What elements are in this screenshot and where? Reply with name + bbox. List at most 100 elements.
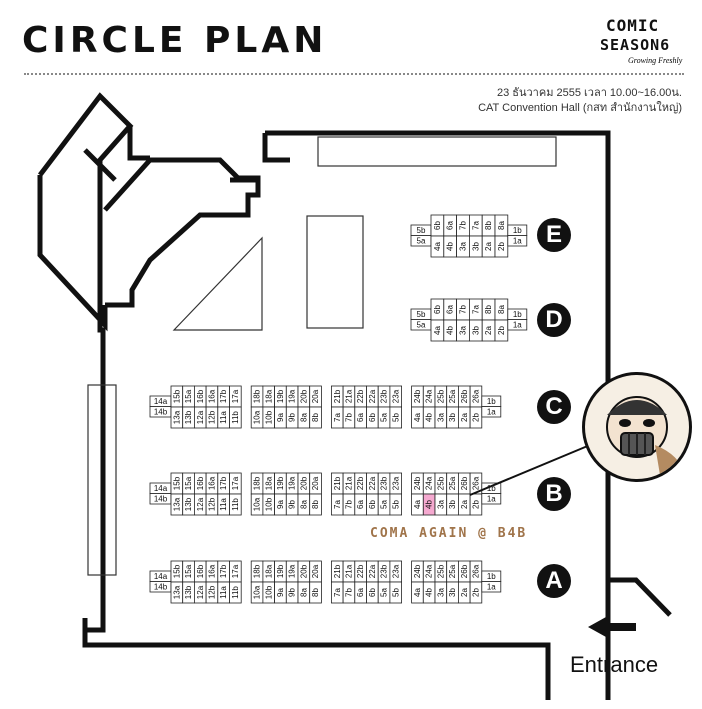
booth-label: 17b bbox=[219, 564, 228, 578]
booth-label: 6b bbox=[368, 588, 377, 597]
booth-label: 20a bbox=[311, 564, 320, 578]
booth-label: 20a bbox=[311, 389, 320, 403]
booth-label: 9b bbox=[288, 588, 297, 597]
booth-label: 21a bbox=[344, 564, 353, 578]
booth-label: 5b bbox=[417, 310, 426, 319]
booth-label: 24a bbox=[425, 389, 434, 403]
booth-label: 25b bbox=[436, 476, 445, 490]
booth-cell bbox=[507, 235, 528, 247]
booth-label: 11b bbox=[231, 586, 240, 599]
booth-label: 16a bbox=[207, 564, 216, 578]
booth-label: 11a bbox=[219, 411, 228, 424]
booth-label: 13b bbox=[184, 585, 193, 599]
booth-label: 21a bbox=[344, 389, 353, 403]
booth-label: 19a bbox=[288, 476, 297, 490]
booth-label: 26a bbox=[471, 564, 480, 578]
booth-label: 14b bbox=[154, 494, 168, 503]
booth-label: 7a bbox=[471, 221, 480, 230]
booth-label: 15a bbox=[184, 476, 193, 490]
booth-label: 15b bbox=[172, 389, 181, 403]
booth-label: 26a bbox=[471, 476, 480, 490]
event-date: 23 ธันวาคม 2555 เวลา 10.00~16.00น. bbox=[496, 87, 682, 99]
booth-label: 24a bbox=[425, 476, 434, 490]
wall-mini2 bbox=[83, 148, 117, 182]
booth-cell bbox=[389, 406, 402, 429]
booth-label: 17a bbox=[231, 476, 240, 490]
booth-cell bbox=[494, 235, 509, 258]
booth-cell bbox=[494, 319, 509, 342]
mascot-face-icon bbox=[606, 396, 685, 475]
booth-label: 6b bbox=[368, 413, 377, 422]
booth-label: 24b bbox=[413, 476, 422, 490]
booth-label: 4a bbox=[413, 500, 422, 509]
booth-label: 1b bbox=[487, 397, 496, 406]
booth-label: 4b bbox=[446, 326, 455, 335]
table-group: 14a14b15b13a15a13b16b12a16a12b17b11a17a1… bbox=[149, 214, 528, 604]
booth-label: 24b bbox=[413, 564, 422, 578]
booth-label: 18a bbox=[264, 564, 273, 578]
booth-label: 3a bbox=[459, 326, 468, 335]
booth-label: 8b bbox=[311, 413, 320, 422]
booth-label: 7b bbox=[459, 305, 468, 314]
booth-label: 3b bbox=[471, 242, 480, 251]
booth-label: 8b bbox=[311, 588, 320, 597]
booth-label: 1b bbox=[487, 484, 496, 493]
booth-label: 12b bbox=[207, 410, 216, 424]
booth-label: 5a bbox=[380, 588, 389, 597]
booth-label: 6a bbox=[356, 413, 365, 422]
booth-label: 20b bbox=[299, 389, 308, 403]
booth-label: 8a bbox=[497, 221, 506, 230]
booth-label: 5a bbox=[417, 320, 426, 329]
side-counter bbox=[87, 384, 117, 576]
booth-label: 14a bbox=[154, 572, 168, 581]
booth-label: 7b bbox=[344, 500, 353, 509]
wall-bottom bbox=[82, 618, 551, 700]
booth-label: 6a bbox=[446, 221, 455, 230]
booth-label: 3b bbox=[448, 588, 457, 597]
logo-line-2: SEASON6 bbox=[600, 36, 671, 54]
booth-label: 6b bbox=[368, 500, 377, 509]
booth-label: 23b bbox=[380, 476, 389, 490]
booth-label: 16b bbox=[196, 564, 205, 578]
booth-label: 17a bbox=[231, 389, 240, 403]
row-label-b: B bbox=[537, 477, 571, 511]
booth-label: 9b bbox=[288, 500, 297, 509]
comic-season-logo: COMIC SEASON6 Growing Freshly bbox=[600, 14, 684, 70]
booth-label: 9b bbox=[288, 413, 297, 422]
booth-cell bbox=[507, 319, 528, 331]
booth-label: 10a bbox=[253, 410, 262, 424]
booth-label: 25a bbox=[448, 476, 457, 490]
booth-label: 12a bbox=[196, 497, 205, 511]
booth-label: 5a bbox=[417, 236, 426, 245]
booth-label: 18a bbox=[264, 389, 273, 403]
booth-cell bbox=[481, 406, 502, 418]
booth-label: 2a bbox=[460, 500, 469, 509]
booth-label: 4a bbox=[413, 588, 422, 597]
booth-label: 10b bbox=[264, 585, 273, 599]
row-label-d: D bbox=[537, 303, 571, 337]
booth-label: 1a bbox=[513, 236, 522, 245]
booth-label: 8b bbox=[311, 500, 320, 509]
booth-label: 14b bbox=[154, 407, 168, 416]
entrance-label: Entrance bbox=[570, 652, 659, 677]
booth-label: 10b bbox=[264, 410, 273, 424]
booth-label: 21b bbox=[333, 476, 342, 490]
booth-label: 16b bbox=[196, 476, 205, 490]
booth-label: 7b bbox=[344, 588, 353, 597]
booth-label: 9a bbox=[276, 500, 285, 509]
booth-label: 6a bbox=[356, 500, 365, 509]
booth-label: 5b bbox=[417, 226, 426, 235]
booth-label: 26b bbox=[460, 389, 469, 403]
booth-label: 5b bbox=[391, 588, 400, 597]
booth-label: 12b bbox=[207, 585, 216, 599]
booth-label: 1b bbox=[513, 310, 522, 319]
booth-label: 20a bbox=[311, 476, 320, 490]
booth-label: 21b bbox=[333, 564, 342, 578]
booth-cell bbox=[481, 581, 502, 593]
booth-label: 13b bbox=[184, 410, 193, 424]
booth-label: 6a bbox=[356, 588, 365, 597]
booth-label: 1b bbox=[487, 572, 496, 581]
booth-label: 26b bbox=[460, 476, 469, 490]
row-label-c: C bbox=[537, 390, 571, 424]
